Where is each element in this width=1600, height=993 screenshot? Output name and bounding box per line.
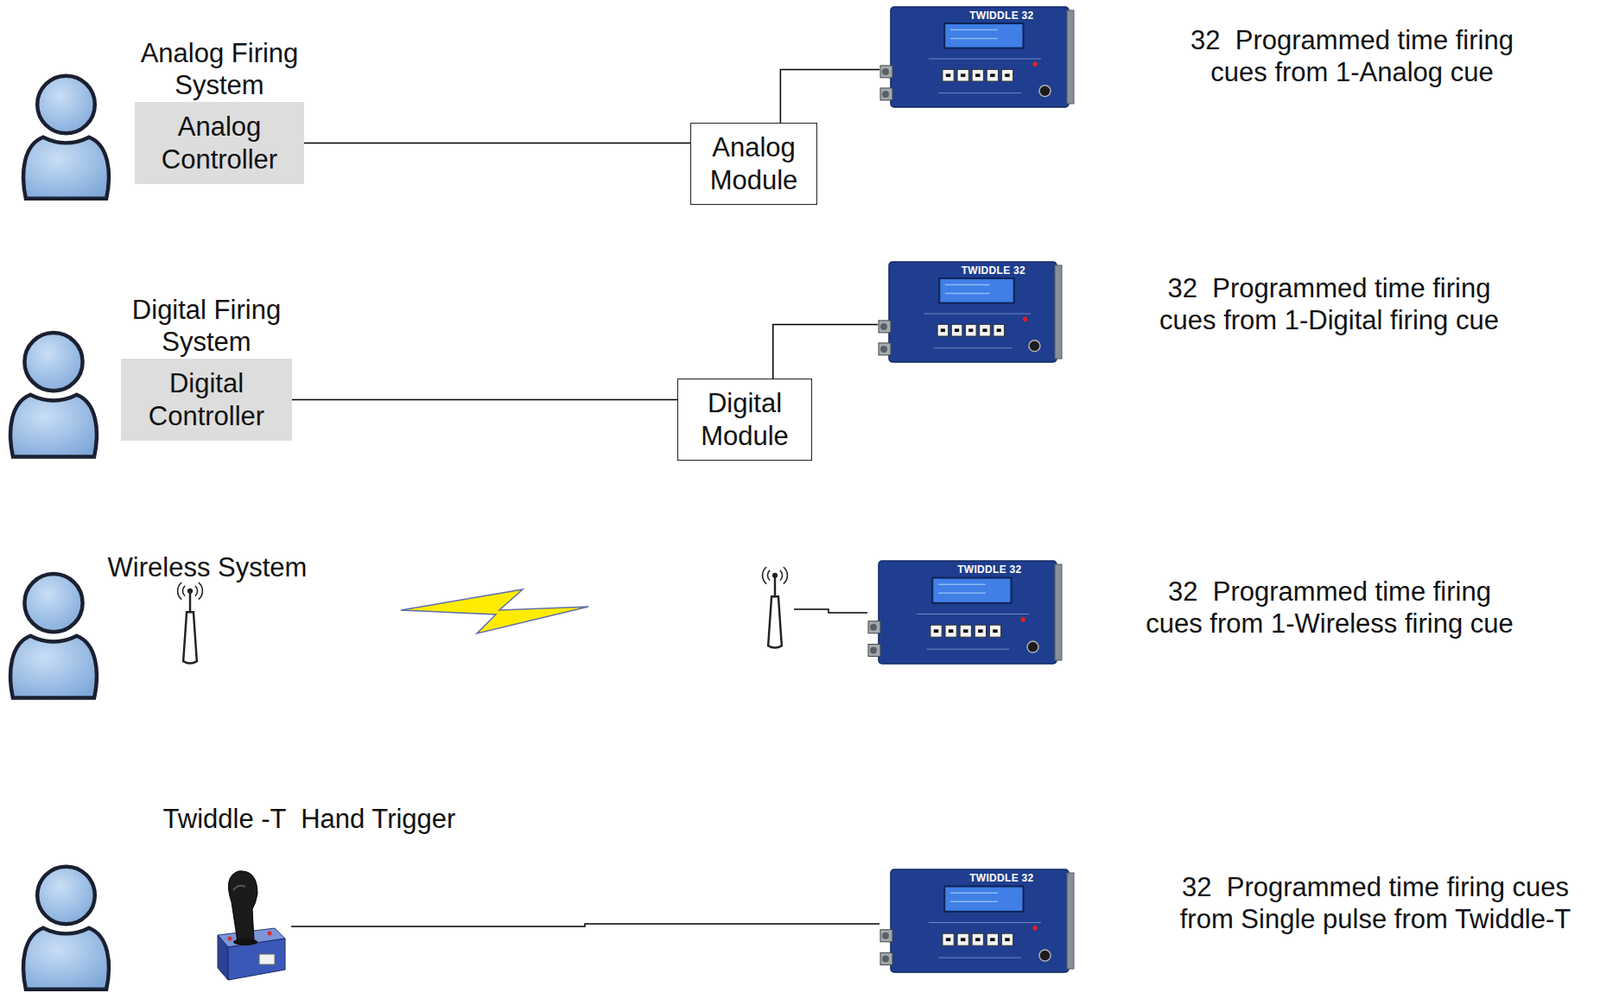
description-note: 32 Programmed time firing cues from Sing… <box>1173 870 1578 935</box>
device-title: TWIDDLE 32 <box>867 563 1065 576</box>
twiddle-device <box>880 869 1074 972</box>
box-label: Digital Controller <box>124 367 289 432</box>
module-box: Analog Module <box>690 122 818 205</box>
antenna-symbol <box>177 582 204 664</box>
description-note: 32 Programmed time firing cues from 1-Di… <box>1149 272 1509 337</box>
device-title: TWIDDLE 32 <box>879 9 1077 22</box>
box-label: Analog Controller <box>138 110 301 175</box>
controller-box: Digital Firing SystemDigital Controller <box>120 358 293 441</box>
module-box: Digital Module <box>677 378 813 461</box>
twiddle-device <box>878 261 1062 362</box>
system-heading: Analog Firing System <box>124 37 315 102</box>
lightning-bolt <box>400 589 589 634</box>
device-illustration <box>867 558 1065 669</box>
system-label: Twiddle -T Hand Trigger <box>127 802 491 835</box>
twiddle-device <box>880 6 1074 108</box>
device-illustration <box>879 867 1077 978</box>
twiddle-device <box>868 560 1062 664</box>
person-icon <box>23 866 109 990</box>
device-box: TWIDDLE 32 <box>879 5 1077 113</box>
box-label: Analog Module <box>694 131 813 196</box>
person-icon <box>10 332 97 457</box>
connector-line <box>304 142 691 145</box>
wire <box>793 609 868 613</box>
connector-line <box>780 69 880 123</box>
description-note: 32 Programmed time firing cues from 1-Wi… <box>1143 575 1516 640</box>
system-heading: Digital Firing System <box>111 293 302 358</box>
antenna-symbol <box>762 566 788 648</box>
device-box: TWIDDLE 32 <box>867 558 1065 669</box>
device-title: TWIDDLE 32 <box>877 264 1065 277</box>
controller-box: Analog Firing SystemAnalog Controller <box>134 101 305 185</box>
device-title: TWIDDLE 32 <box>879 871 1077 884</box>
connector-line <box>773 323 878 379</box>
person-icon <box>23 76 109 199</box>
system-label: Wireless System <box>86 551 329 584</box>
device-box: TWIDDLE 32 <box>879 867 1077 978</box>
connector-line <box>292 399 678 401</box>
device-box: TWIDDLE 32 <box>877 260 1065 368</box>
description-note: 32 Programmed time firing cues from 1-An… <box>1174 24 1530 89</box>
joystick-icon <box>217 870 286 980</box>
wire <box>291 923 880 927</box>
person-icon <box>10 573 97 698</box>
box-label: Digital Module <box>681 387 808 451</box>
